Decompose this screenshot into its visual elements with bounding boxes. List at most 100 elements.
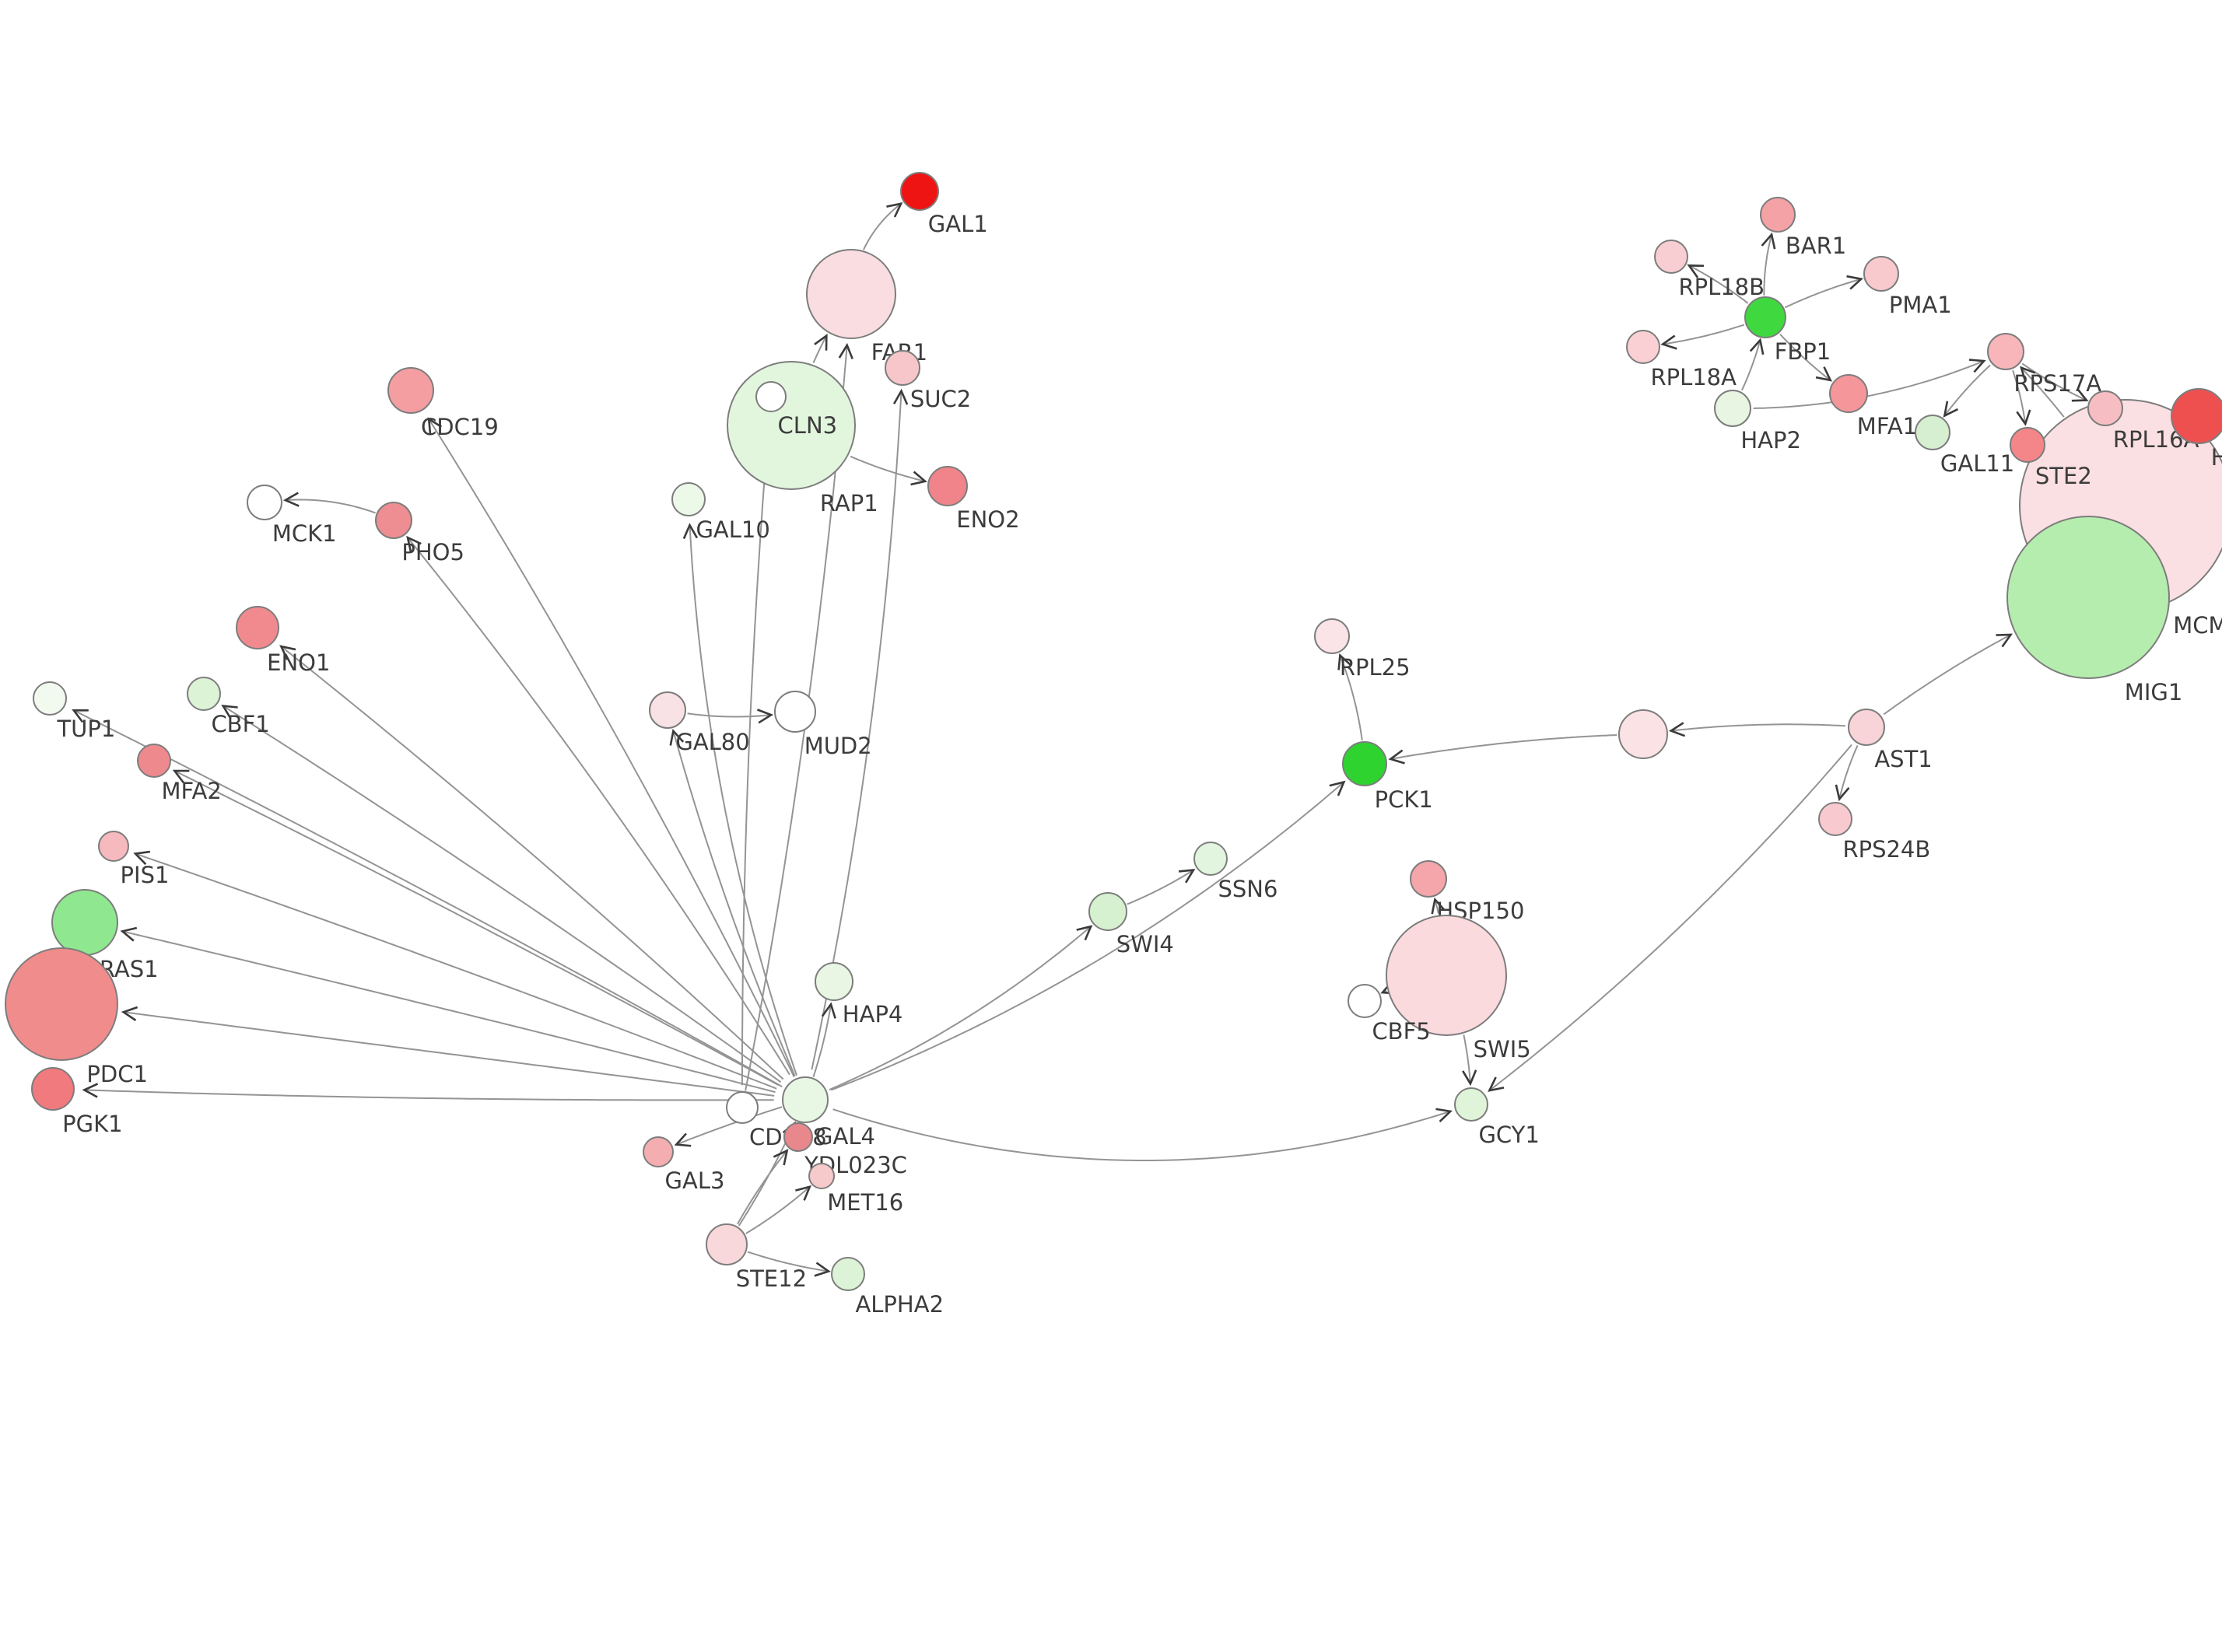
node-hap4[interactable]: HAP4 [815, 962, 902, 1027]
node-circle-unlabeled-25[interactable] [1618, 709, 1668, 759]
node-circle-gal3[interactable] [643, 1136, 674, 1167]
node-ste12[interactable]: STE12 [706, 1223, 807, 1292]
node-gal1[interactable]: GAL1 [900, 172, 988, 237]
node-circle-gcy1[interactable] [1454, 1087, 1488, 1122]
node-eno1[interactable]: ENO1 [236, 606, 330, 676]
edge-gal4-gcy1[interactable] [832, 1108, 1451, 1161]
node-circle-rpl16a[interactable] [2087, 390, 2123, 426]
edge-gal4-ras1[interactable] [122, 930, 776, 1094]
edge-swi5-gcy1[interactable] [1463, 1034, 1471, 1084]
node-circle-rpl18a[interactable] [1626, 330, 1660, 364]
node-circle-pho5[interactable] [375, 502, 412, 539]
node-circle-eno2[interactable] [927, 466, 968, 506]
node-circle-mfa1[interactable] [1829, 374, 1868, 413]
node-circle-gal80[interactable] [649, 691, 686, 729]
edge-swi5-hsp150[interactable] [1434, 899, 1439, 914]
node-circle-mud2[interactable] [774, 691, 816, 733]
node-circle-gal11[interactable] [1915, 415, 1950, 450]
edge-gal4-pho5[interactable] [407, 537, 790, 1076]
edge-gal4-gal80[interactable] [672, 730, 796, 1076]
node-cdc19[interactable]: CDC19 [387, 367, 499, 440]
node-circle-cbf5[interactable] [1348, 984, 1382, 1018]
node-circle-ste2[interactable] [2010, 427, 2045, 463]
node-circle-ast1[interactable] [1848, 709, 1885, 746]
edge-gal4-mfa2[interactable] [173, 770, 779, 1086]
node-circle-eno1[interactable] [236, 606, 279, 649]
node-circle-alpha2[interactable] [831, 1257, 865, 1291]
node-circle-met16[interactable] [808, 1163, 835, 1189]
node-circle-swi5[interactable] [1386, 915, 1507, 1036]
edge-ast1-rps24b[interactable] [1838, 745, 1859, 800]
node-rps24b[interactable]: RPS24B [1818, 802, 1930, 863]
node-circle-pma1[interactable] [1863, 256, 1899, 292]
node-circle-cbf1[interactable] [187, 677, 221, 711]
node-circle-hap2[interactable] [1714, 390, 1751, 427]
edge-fbp1-rpl18b[interactable] [1688, 264, 1749, 304]
edge-ast1-mig1[interactable] [1883, 634, 2011, 716]
node-circle-rps24b[interactable] [1818, 802, 1852, 836]
node-pck1[interactable]: PCK1 [1342, 741, 1433, 813]
edge-fbp1-mfa1[interactable] [1779, 333, 1831, 381]
node-mck1[interactable]: MCK1 [247, 485, 337, 547]
node-circle-ydl023c[interactable] [783, 1122, 813, 1152]
node-suc2[interactable]: SUC2 [885, 350, 971, 412]
edge-swi4-ssn6[interactable] [1127, 869, 1194, 905]
edge-rps17a-ste2[interactable] [2012, 369, 2027, 425]
node-circle-swi4[interactable] [1088, 892, 1127, 931]
node-unlabeled-25[interactable] [1618, 709, 1668, 759]
node-cln3[interactable]: CLN3 [755, 381, 837, 439]
node-circle-ssn6[interactable] [1193, 842, 1228, 876]
node-circle-cln3[interactable] [755, 381, 787, 412]
node-circle-his4[interactable] [2171, 388, 2222, 444]
edge-rap1-eno2[interactable] [850, 455, 926, 482]
node-bar1[interactable]: BAR1 [1760, 197, 1846, 259]
edge-fbp1-rpl18a[interactable] [1663, 324, 1745, 345]
edge-gal4-pck1[interactable] [830, 781, 1344, 1091]
edge-gal4-tup1[interactable] [73, 709, 783, 1087]
edge-rps17a-gal11[interactable] [1943, 364, 1991, 417]
edge-ast1-gcy1[interactable] [1488, 744, 1852, 1091]
edge-rap1-far1[interactable] [812, 335, 828, 363]
edge-gal4-pgk1[interactable] [84, 1089, 774, 1101]
edge-gal80-mud2[interactable] [687, 712, 772, 718]
node-circle-rpl18b[interactable] [1654, 240, 1688, 274]
node-swi5[interactable]: SWI5 [1386, 915, 1531, 1062]
edge-gal4-cbf1[interactable] [223, 705, 782, 1083]
node-circle-gal1[interactable] [900, 172, 939, 211]
node-pho5[interactable]: PHO5 [375, 502, 464, 565]
node-pgk1[interactable]: PGK1 [31, 1067, 123, 1137]
node-mud2[interactable]: MUD2 [774, 691, 872, 759]
edge-gal4-cdc19[interactable] [428, 418, 795, 1078]
node-circle-fbp1[interactable] [1744, 296, 1786, 338]
node-gal4[interactable]: GAL4 [782, 1076, 875, 1150]
node-circle-gal10[interactable] [671, 482, 706, 516]
node-his4[interactable]: HIS4 [2171, 388, 2222, 471]
edge-gal4-gal10[interactable] [689, 525, 797, 1076]
node-ast1[interactable]: AST1 [1848, 709, 1933, 772]
node-circle-pis1[interactable] [98, 831, 129, 862]
node-circle-pck1[interactable] [1342, 741, 1387, 786]
edge-ste12-alpha2[interactable] [747, 1251, 829, 1272]
edge-gal4-pdc1[interactable] [123, 1011, 775, 1097]
node-pis1[interactable]: PIS1 [98, 831, 169, 888]
edge-gal4-eno1[interactable] [280, 646, 784, 1080]
node-hsp150[interactable]: HSP150 [1410, 860, 1524, 924]
edge-pck1-rpl25[interactable] [1339, 655, 1363, 741]
edge-gal4-swi4[interactable] [829, 926, 1092, 1090]
edge-hap2-fbp1[interactable] [1740, 339, 1761, 391]
node-gal3[interactable]: GAL3 [643, 1136, 724, 1194]
node-gal10[interactable]: GAL10 [671, 482, 770, 543]
edge-ast1-n1[interactable] [1670, 723, 1846, 732]
node-circle-pdc1[interactable] [5, 947, 118, 1061]
node-circle-cdc28[interactable] [726, 1091, 759, 1124]
edge-fbp1-bar1[interactable] [1763, 234, 1773, 296]
node-cbf5[interactable]: CBF5 [1348, 984, 1431, 1045]
edge-hap2-rps17a[interactable] [1753, 360, 1985, 409]
edge-far1-gal1[interactable] [863, 203, 902, 250]
node-ste2[interactable]: STE2 [2010, 427, 2092, 489]
node-circle-pgk1[interactable] [31, 1067, 75, 1111]
node-rpl25[interactable]: RPL25 [1314, 618, 1411, 681]
node-eno2[interactable]: ENO2 [927, 466, 1020, 533]
node-gcy1[interactable]: GCY1 [1454, 1087, 1540, 1148]
node-ydl023c[interactable]: YDL023C [783, 1122, 907, 1178]
